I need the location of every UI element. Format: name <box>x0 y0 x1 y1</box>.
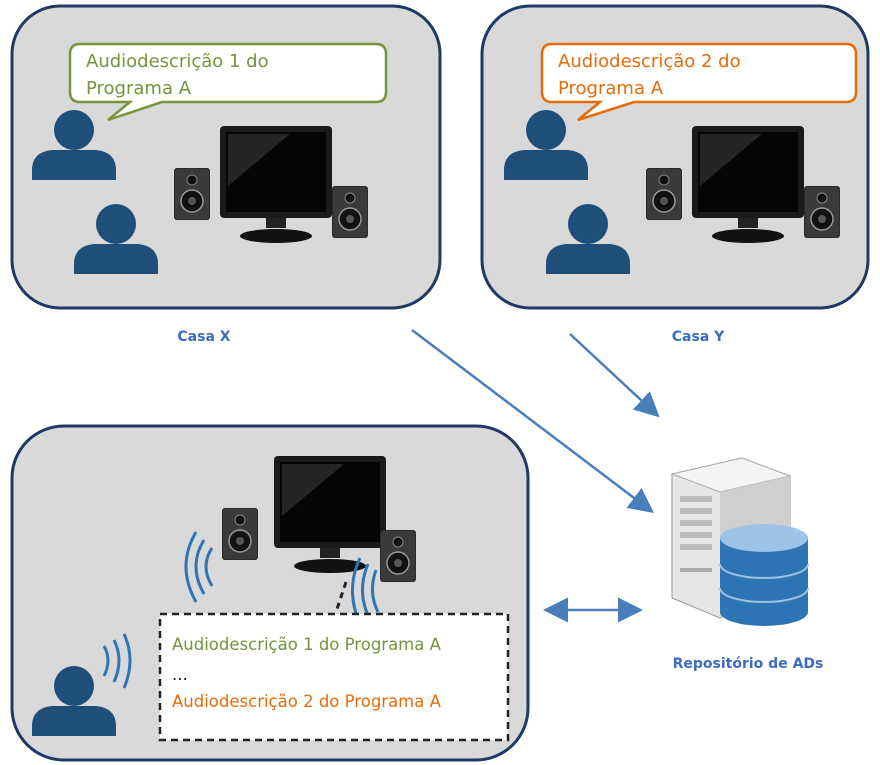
arrow-house-x-to-repository <box>411 329 654 514</box>
audio-description-list: Audiodescrição 1 do Programa A ... Audio… <box>158 612 510 742</box>
speaker-icon <box>331 185 369 239</box>
repository-caption: Repositório de ADs <box>673 656 824 672</box>
sound-wave-icon <box>102 633 132 689</box>
house-y-bubble-line1: Audiodescrição 2 do <box>558 51 741 72</box>
speaker-icon <box>645 167 683 221</box>
speaker-icon <box>803 185 841 239</box>
speech-bubble-house-y: Audiodescrição 2 do Programa A <box>540 42 858 122</box>
list-item-1: Audiodescrição 1 do Programa A <box>172 635 442 654</box>
house-y-caption: Casa Y <box>672 329 725 345</box>
list-item-2: Audiodescrição 2 do Programa A <box>172 692 442 711</box>
arrow-house-y-to-repository <box>569 333 660 418</box>
list-ellipsis: ... <box>172 665 188 684</box>
house-x-bubble-line1: Audiodescrição 1 do <box>86 51 269 72</box>
dashed-connector <box>334 581 348 613</box>
house-y-bubble-line2: Programa A <box>558 78 664 99</box>
speaker-icon <box>379 529 417 583</box>
speech-bubble-house-x: Audiodescrição 1 do Programa A <box>68 42 388 122</box>
house-x-caption: Casa X <box>177 329 230 345</box>
speaker-icon <box>173 167 211 221</box>
repository: Repositório de ADs <box>671 457 824 672</box>
house-x-bubble-line2: Programa A <box>86 78 192 99</box>
playback-room-panel: Audiodescrição 1 do Programa A ... Audio… <box>10 424 530 762</box>
house-x-panel: Audiodescrição 1 do Programa A <box>10 4 442 310</box>
sound-wave-icon <box>184 531 214 603</box>
speaker-icon <box>221 507 259 561</box>
database-icon <box>719 523 809 627</box>
house-y-panel: Audiodescrição 2 do Programa A <box>480 4 870 310</box>
